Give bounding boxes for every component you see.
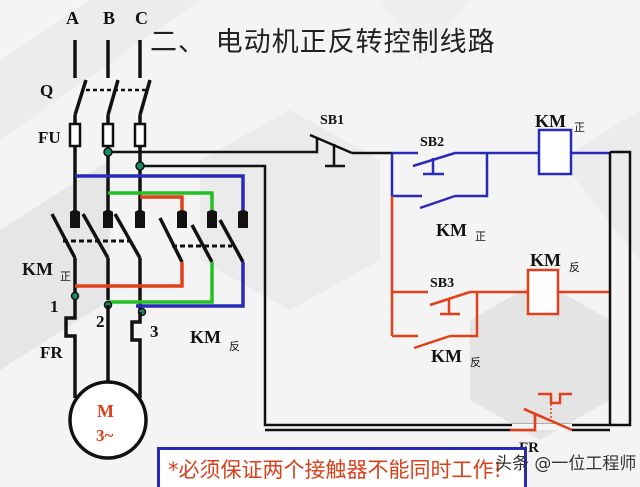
motor-label: M (97, 401, 114, 421)
start-button-sb2-forward[interactable] (390, 151, 540, 196)
sb1-label: SB1 (320, 113, 344, 128)
phase-label-c: C (135, 8, 148, 28)
reverse-wire-top (75, 174, 245, 210)
km-reverse-coil-subscript: 反 (569, 261, 580, 274)
km-reverse-subscript: 反 (229, 340, 240, 353)
km-forward-coil (537, 128, 573, 176)
km-forward-coil-label: KM (535, 111, 566, 131)
fr-main-label: FR (40, 343, 63, 362)
km-reverse-coil-label: KM (530, 250, 561, 270)
km-reverse-holding-label: KM (431, 346, 462, 366)
reverse-wire-red-bottom (75, 262, 184, 288)
km-reverse-contacts (158, 210, 248, 263)
km-forward-label: KM (22, 259, 53, 279)
switch-q-label: Q (40, 81, 53, 100)
switch-q (73, 79, 152, 116)
control-feed-wires (108, 150, 632, 427)
reverse-branch-wire (390, 196, 428, 336)
interlock-wire-green-top (108, 191, 214, 210)
km-forward-subscript: 正 (60, 270, 71, 283)
terminal-label-1: 1 (50, 297, 59, 316)
sb2-label: SB2 (420, 135, 444, 150)
km-reverse-holding-contact (392, 292, 479, 350)
fuses-fu (68, 122, 147, 148)
motor (68, 380, 148, 460)
km-reverse-coil (526, 268, 560, 316)
sb3-label: SB3 (430, 276, 454, 291)
km-forward-holding-label: KM (436, 220, 467, 240)
km-reverse-label: KM (190, 327, 221, 347)
motor-phase-label: 3~ (96, 426, 114, 445)
km-forward-contacts (50, 210, 145, 310)
main-power-lines (73, 40, 142, 78)
reverse-wire-red-top (140, 195, 184, 210)
warning-note-text: *必须保证两个接触器不能同时工作! (168, 458, 502, 482)
junction-node (103, 147, 113, 157)
watermark: 头条 @一位工程师 (495, 454, 637, 474)
junction-node (135, 161, 145, 171)
warning-note-box: *必须保证两个接触器不能同时工作! (157, 447, 527, 487)
km-forward-holding-subscript: 正 (475, 230, 486, 243)
terminal-label-3: 3 (150, 322, 159, 341)
km-reverse-holding-subscript: 反 (470, 356, 481, 369)
phase-label-b: B (103, 8, 115, 28)
fuse-fu-label: FU (38, 128, 61, 147)
terminal-node-1 (70, 291, 80, 301)
terminal-label-2: 2 (96, 312, 105, 331)
stop-button-sb1[interactable] (300, 133, 392, 168)
start-button-sb3-reverse[interactable] (429, 290, 528, 316)
reverse-wire-bottom (136, 262, 245, 308)
km-forward-coil-subscript: 正 (574, 121, 585, 134)
phase-drops (73, 146, 142, 215)
interlock-wire-green-bottom (108, 262, 214, 304)
page-title: 二、 电动机正反转控制线路 (150, 27, 496, 58)
phase-label-a: A (66, 8, 79, 28)
thermal-relay-fr-main (64, 300, 142, 398)
km-forward-holding-contact (392, 153, 489, 210)
